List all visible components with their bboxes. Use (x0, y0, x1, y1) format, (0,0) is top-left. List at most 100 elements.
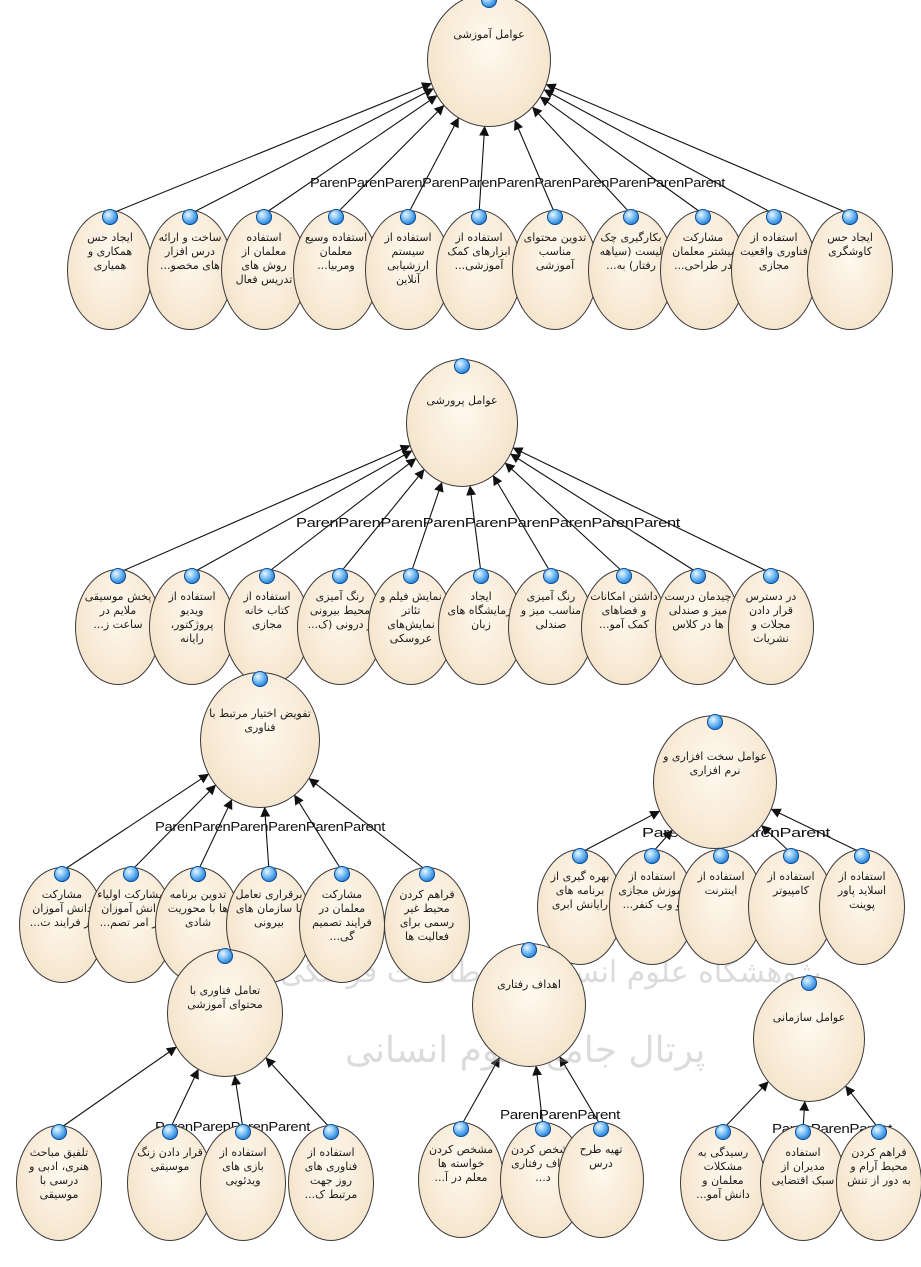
node-status-icon (695, 209, 711, 225)
node-status-icon (334, 866, 350, 882)
child-node: پخش موسیقی ملایم در ساعت ز... (75, 568, 161, 685)
parent-edge (532, 106, 632, 215)
child-node-label: مشارکت دانش آموزان در فرایند ت... (29, 888, 95, 929)
child-node: استفاده از بازی های ویدئویی (200, 1124, 286, 1241)
parent-edge (109, 82, 432, 215)
child-node: تدوین محتوای مناسب آموزشی (512, 209, 598, 330)
node-status-icon (623, 209, 639, 225)
parent-node-label: تعامل فناوری با محتوای آموزشی (187, 984, 263, 1011)
parent-edge (294, 794, 343, 872)
child-node: استفاده از فناوری های روز جهت مرتبط ک... (288, 1124, 374, 1241)
node-status-icon (690, 568, 706, 584)
parent-edge (504, 462, 625, 574)
parent-edge (265, 1057, 332, 1130)
node-status-icon (543, 568, 559, 584)
parent-edge (466, 485, 482, 574)
node-status-icon (190, 866, 206, 882)
child-node-label: استفاده از کتاب خانه مجازی (243, 590, 291, 631)
node-status-icon (182, 209, 198, 225)
node-status-icon (102, 209, 118, 225)
child-node: تلفیق مباحث هنری، ادبی و درسی با موسیقی (16, 1124, 102, 1241)
child-node-label: استفاده از بازی های ویدئویی (219, 1146, 267, 1187)
child-node-label: تلفیق مباحث هنری، ادبی و درسی با موسیقی (29, 1146, 89, 1201)
node-status-icon (217, 948, 233, 964)
node-status-icon (763, 568, 779, 584)
parent-node-label: عوامل آموزشی (453, 28, 525, 41)
child-node-label: استفاده از سیستم ارزشیابی آنلاین (384, 231, 432, 286)
node-status-icon (256, 209, 272, 225)
node-status-icon (453, 1121, 469, 1137)
node-status-icon (259, 568, 275, 584)
parent-edge (460, 1057, 500, 1127)
node-status-icon (252, 671, 268, 687)
parent-edge (169, 1068, 199, 1130)
child-node: چیدمان درست میز و صندلی ها در کلاس (655, 568, 741, 685)
parent-edge (407, 117, 459, 215)
child-node-label: نمایش فیلم و تئاتر نمایش‌های عروسکی (380, 590, 442, 645)
node-status-icon (481, 0, 497, 8)
child-node-label: تدوین برنامه ها با محوریت شادی (167, 888, 229, 929)
child-node-label: استفاده از ویدیو پروژکتور، رایانه (168, 590, 216, 645)
child-node: استفاده از فناوری واقعیت مجازی (731, 209, 817, 330)
child-node: فراهم کردن محیط غیر رسمی برای فعالیت ها (384, 866, 470, 983)
node-status-icon (162, 1124, 178, 1140)
node-status-icon (110, 568, 126, 584)
node-status-icon (454, 358, 470, 374)
node-status-icon (235, 1124, 251, 1140)
child-node: استفاده از کتاب خانه مجازی (224, 568, 310, 685)
node-status-icon (184, 568, 200, 584)
node-status-icon (419, 866, 435, 882)
node-status-icon (403, 568, 419, 584)
child-node: ایجاد حس کاوشگری (807, 209, 893, 330)
child-node: فراهم کردن محیط آرام و به دور از تنش (836, 1124, 921, 1241)
child-node: مشخص کردن خواسته ها معلم در آ... (418, 1121, 504, 1238)
parent-node: عوامل سازمانی (753, 975, 865, 1102)
parent-edge (510, 453, 699, 574)
parent-edge (478, 125, 490, 215)
child-node: استفاده مدیران از سبک اقتضایی (760, 1124, 846, 1241)
parent-edge (545, 83, 851, 215)
parent-edge (339, 469, 425, 574)
child-node-label: داشتن امکانات و فضاهای کمک آمو... (590, 590, 658, 631)
child-node: استفاده از سیستم ارزشیابی آنلاین (365, 209, 451, 330)
parent-edge (845, 1085, 880, 1130)
child-node-label: استفاده از اینترنت (697, 870, 745, 897)
child-node: تهیه طرح درس (558, 1121, 644, 1238)
parent-edge (189, 88, 434, 215)
child-node-label: تهیه طرح درس (579, 1143, 623, 1170)
node-status-icon (400, 209, 416, 225)
node-status-icon (471, 209, 487, 225)
parent-node: تعامل فناوری با محتوای آموزشی (167, 948, 283, 1077)
node-status-icon (707, 714, 723, 730)
child-node-label: استفاده از کامپیوتر (767, 870, 815, 897)
parent-node: اهداف رفتاری (472, 942, 586, 1067)
parent-edge (559, 1056, 602, 1127)
node-status-icon (801, 975, 817, 991)
node-status-icon (547, 209, 563, 225)
child-node-label: استفاده از ابزارهای کمک آموزشی... (447, 231, 511, 272)
parent-edge (61, 773, 210, 872)
parent-edge (260, 806, 271, 872)
node-status-icon (593, 1121, 609, 1137)
child-node-label: برقراری تعامل با سازمان های بیرونی (235, 888, 303, 929)
parent-edge (492, 475, 552, 574)
node-status-icon (323, 1124, 339, 1140)
parent-edge-labels: ParenParenParenParenParenParenParenParen… (296, 515, 680, 530)
parent-node-label: اهداف رفتاری (497, 978, 561, 991)
child-node-label: استفاده از فناوری واقعیت مجازی (740, 231, 808, 272)
parent-edge (539, 96, 704, 215)
child-node-label: مشارکت معلمان در فرایند تصمیم گی... (312, 888, 372, 943)
child-node-label: بهره گیری از برنامه های رایانش ابری (550, 870, 610, 911)
child-node-label: چیدمان درست میز و صندلی ها در کلاس (664, 590, 732, 631)
child-node-label: ایجاد حس کاوشگری (827, 231, 873, 258)
child-node-label: مشارکت اولیاء دانش آموزان در امر تصم... (97, 888, 165, 929)
parent-node-label: عوامل سازمانی (772, 1011, 846, 1024)
node-status-icon (715, 1124, 731, 1140)
child-node: مشارکت معلمان در فرایند تصمیم گی... (299, 866, 385, 983)
parent-edge (543, 89, 775, 215)
child-node-label: فراهم کردن محیط غیر رسمی برای فعالیت ها (399, 888, 455, 943)
parent-edge-labels: ParenParenParent (500, 1107, 620, 1122)
child-node-label: استفاده از آموزش مجازی و وب کنفر... (618, 870, 686, 911)
